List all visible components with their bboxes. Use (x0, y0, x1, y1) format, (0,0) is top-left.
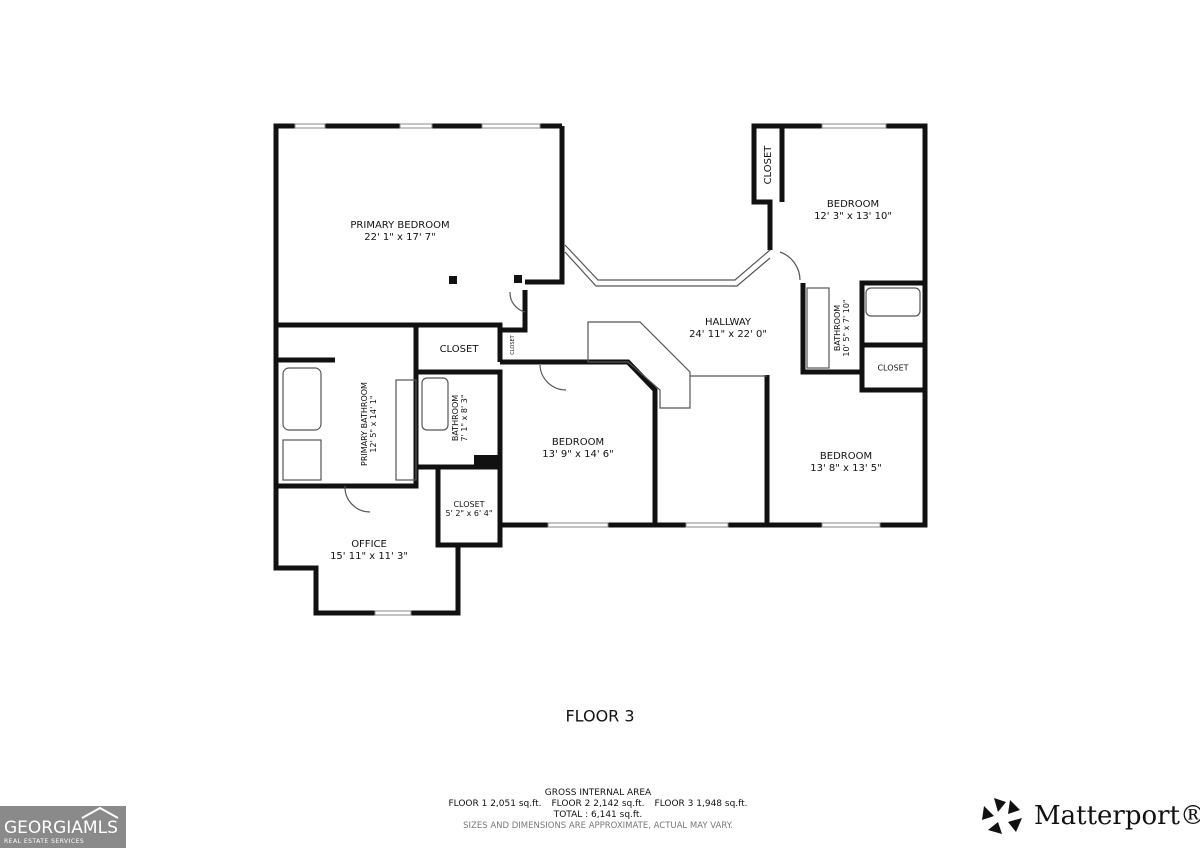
area-heading: GROSS INTERNAL AREA (544, 788, 652, 798)
matterport-logo: Matterport® (980, 796, 1200, 836)
window (821, 522, 881, 528)
georgia-mls-text: GEORGIAMLS (4, 818, 118, 838)
room-label-closet-east: CLOSET (877, 364, 908, 373)
wall-primary-bath-top (276, 322, 503, 362)
wall-closet-mini (500, 290, 528, 333)
floor2-area: FLOOR 2 2,142 sq.ft. (551, 799, 645, 809)
room-name: CLOSET (453, 500, 485, 509)
wall-right-closet (859, 342, 925, 393)
room-name: BATHROOM (833, 304, 842, 352)
wall-bedroom-mid (500, 359, 658, 525)
room-dims: 15' 11" x 11' 3" (330, 551, 408, 562)
shower-primary (282, 439, 322, 481)
room-name: BEDROOM (819, 451, 873, 462)
total-area: TOTAL : 6,141 sq.ft. (553, 810, 643, 820)
vanity-right (806, 287, 830, 369)
door-swings (344, 251, 801, 513)
wall-closet (416, 369, 503, 525)
room-name: CLOSET (763, 145, 774, 185)
window (685, 522, 729, 528)
room-name: PRIMARY BATHROOM (360, 382, 369, 466)
bathtub-bath (421, 377, 449, 431)
hallway-railing (564, 244, 771, 281)
room-name: CLOSET (877, 363, 909, 373)
bathtub-right (865, 287, 921, 317)
room-dims: 13' 9" x 14' 6" (542, 449, 614, 460)
room-dims: 24' 11" x 22' 0" (689, 329, 767, 340)
room-dims: 22' 1" x 17' 7" (364, 232, 436, 243)
room-name: CLOSET (510, 335, 516, 355)
staircase (587, 321, 691, 409)
room-dims: 7' 1" x 8' 3" (460, 394, 469, 442)
chimney-block (474, 455, 498, 467)
room-name: PRIMARY BEDROOM (350, 220, 450, 231)
room-name: CLOSET (439, 344, 479, 355)
vanity-primary (395, 379, 417, 481)
disclaimer: SIZES AND DIMENSIONS ARE APPROXIMATE, AC… (463, 821, 733, 831)
column (514, 275, 522, 283)
window (481, 123, 541, 129)
room-dims: 12' 5" x 14' 1" (369, 395, 378, 453)
room-label-closet-mini: CLOSET (507, 335, 519, 354)
window (374, 610, 412, 616)
room-dims: 10' 5" x 7' 10" (842, 299, 851, 357)
gross-area-summary: GROSS INTERNAL AREA FLOOR 1 2,051 sq.ft.… (443, 788, 752, 832)
window (547, 522, 609, 528)
georgia-mls-logo: GEORGIAMLS REAL ESTATE SERVICES (0, 806, 126, 848)
roof-icon (81, 806, 119, 819)
room-name: HALLWAY (704, 317, 752, 328)
room-label-closet-ne: CLOSET (763, 146, 775, 185)
room-label-closet-center: CLOSET (440, 344, 479, 356)
room-name: OFFICE (351, 539, 387, 550)
window (821, 123, 887, 129)
wall-closet-small (435, 467, 500, 548)
room-dims: 12' 3" x 13' 10" (814, 211, 892, 222)
wall-primary-bedroom (525, 126, 565, 285)
room-name: BEDROOM (551, 437, 605, 448)
room-name: BEDROOM (826, 199, 880, 210)
column (449, 276, 457, 284)
matterport-text: Matterport® (1034, 801, 1200, 831)
floor1-area: FLOOR 1 2,051 sq.ft. (448, 799, 542, 809)
window (399, 123, 433, 129)
room-dims: 13' 8" x 13' 5" (810, 463, 882, 474)
floor3-area: FLOOR 3 1,948 sq.ft. (654, 799, 748, 809)
matterport-icon (982, 798, 1022, 834)
georgia-mls-subtext: REAL ESTATE SERVICES (4, 838, 85, 845)
room-name: BATHROOM (451, 394, 460, 442)
hallway-railing-inner (564, 251, 771, 287)
window (294, 123, 326, 129)
floor-title: FLOOR 3 (565, 706, 635, 726)
wall-primary-bath-right (276, 325, 419, 489)
room-dims: 5' 2" x 6' 4" (445, 509, 493, 518)
bathtub-primary (282, 367, 322, 431)
